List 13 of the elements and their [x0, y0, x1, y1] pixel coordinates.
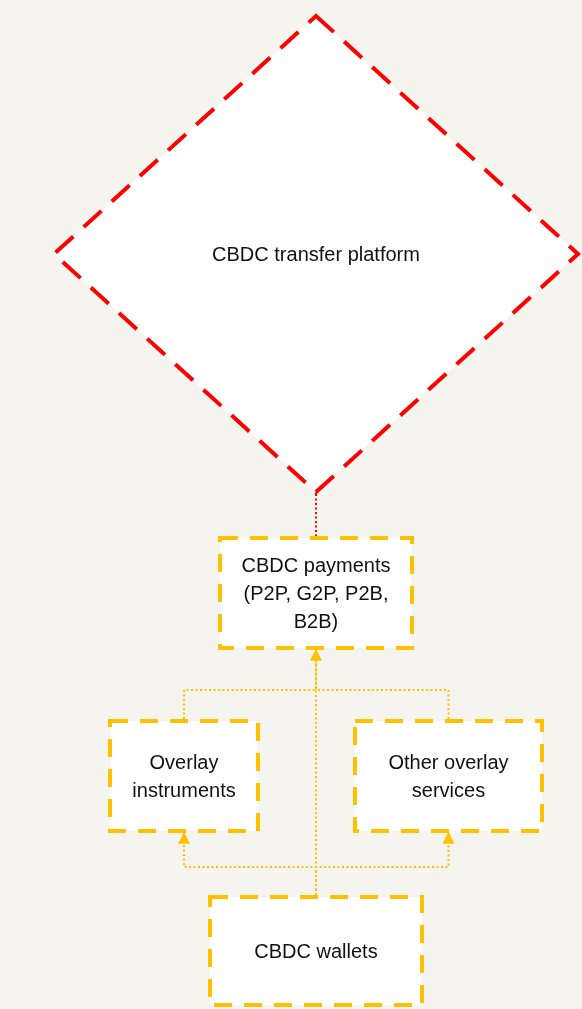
process-box: [218, 536, 414, 650]
process-box: [108, 719, 260, 833]
node-label: CBDC transfer platform: [211, 242, 421, 267]
process-box: [353, 719, 544, 833]
connector-line: [183, 649, 317, 720]
node-label: CBDC payments (P2P, G2P, P2B, B2B): [240, 553, 392, 634]
node-label: Other overlay services: [387, 750, 510, 803]
process-box: [208, 895, 424, 1007]
decision-diamond: [52, 14, 580, 494]
node-label: Overlay instruments: [131, 750, 237, 803]
connector-line: [315, 493, 317, 537]
node-label: CBDC wallets: [253, 939, 379, 964]
connector-line: [315, 649, 450, 720]
